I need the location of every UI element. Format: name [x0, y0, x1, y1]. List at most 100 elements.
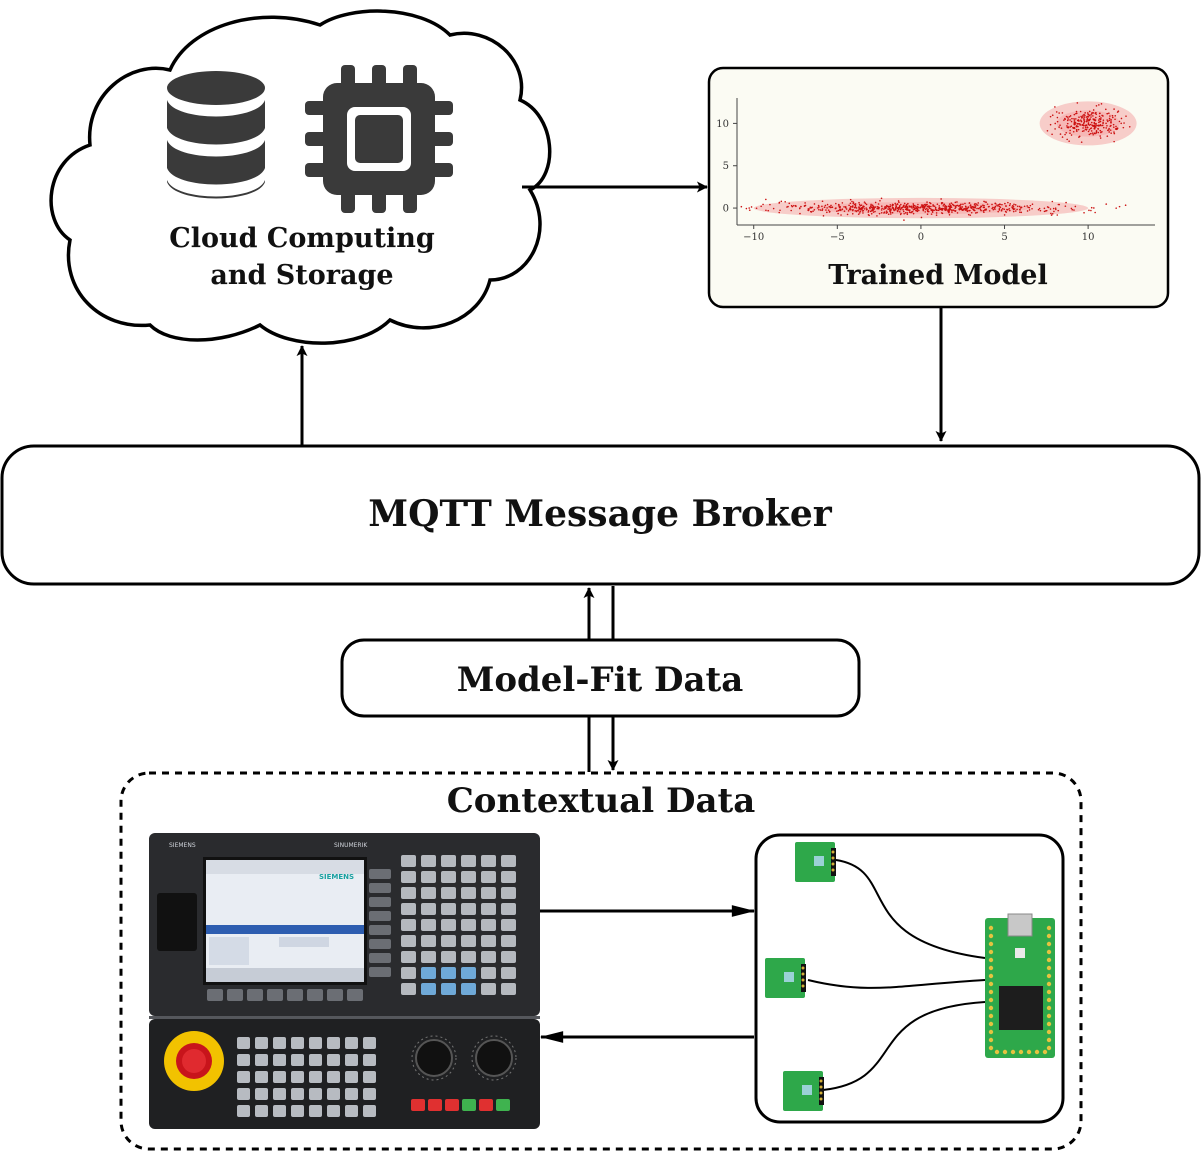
data-point [1114, 114, 1117, 117]
data-point [1112, 126, 1115, 128]
data-point [818, 208, 820, 211]
cnc-key [501, 983, 516, 995]
data-point [790, 209, 792, 212]
cnc-key [481, 935, 496, 947]
cnc-lower-key [309, 1088, 322, 1100]
data-point [930, 209, 933, 211]
mcu-pin [1034, 1049, 1040, 1055]
data-point [1057, 209, 1060, 212]
data-point [969, 205, 972, 207]
data-point [982, 206, 985, 209]
data-point [956, 204, 959, 207]
cnc-key [421, 967, 436, 979]
data-point [906, 211, 909, 214]
data-point [1049, 115, 1052, 118]
cnc-key [501, 919, 516, 931]
mcu-pin [988, 989, 994, 995]
contextual-data-frame [119, 771, 1083, 1151]
data-point [827, 209, 830, 211]
data-point [880, 205, 883, 207]
data-point [997, 205, 999, 207]
data-point [870, 206, 873, 209]
data-point [1095, 124, 1098, 126]
data-point [898, 201, 900, 204]
data-point [979, 206, 982, 209]
data-point [1067, 126, 1070, 129]
data-point [1013, 208, 1016, 210]
cnc-lower-key [255, 1088, 268, 1100]
mcu-pin [988, 933, 994, 939]
cnc-lower-key [291, 1037, 304, 1049]
cnc-lower-key [345, 1105, 358, 1117]
cnc-lower-key [345, 1088, 358, 1100]
data-point [1028, 209, 1031, 211]
sensor-module-1 [795, 842, 836, 882]
data-point [951, 211, 953, 213]
data-point [1111, 114, 1114, 117]
data-point [861, 210, 864, 212]
data-point [854, 210, 857, 212]
data-point [948, 213, 951, 216]
data-point [1109, 115, 1111, 117]
data-point [799, 212, 801, 215]
data-point [933, 205, 936, 207]
data-point [1031, 207, 1033, 210]
data-point [908, 211, 911, 213]
data-point [1088, 110, 1091, 113]
mqtt-broker-node: MQTT Message Broker [0, 444, 1201, 586]
data-point [974, 205, 977, 207]
data-point [855, 210, 858, 213]
data-point [1086, 126, 1089, 128]
data-point [1087, 130, 1090, 133]
data-point [1031, 203, 1034, 206]
data-point [1083, 116, 1086, 118]
data-point [1007, 201, 1009, 204]
data-point [862, 212, 864, 214]
mcu-pin [1046, 957, 1052, 963]
data-point [920, 216, 923, 219]
data-point [1087, 122, 1090, 124]
mcu-pin [1046, 925, 1052, 931]
data-point [1004, 202, 1006, 205]
data-point [912, 203, 915, 205]
cnc-lower-key [273, 1054, 286, 1066]
data-point [870, 203, 872, 206]
data-point [784, 200, 786, 203]
data-point [1009, 209, 1011, 212]
data-point [1070, 207, 1073, 210]
data-point [808, 208, 810, 210]
data-point [948, 208, 951, 210]
data-point [1016, 208, 1018, 211]
cnc-key [481, 919, 496, 931]
data-point [1095, 105, 1098, 107]
data-point [1113, 140, 1115, 143]
data-point [1102, 122, 1104, 125]
data-point [1073, 121, 1076, 123]
data-point [922, 209, 925, 211]
data-point [811, 206, 813, 209]
mcu-pin [1018, 1049, 1024, 1055]
data-point [994, 202, 996, 205]
data-point [1073, 118, 1075, 120]
data-point [849, 202, 852, 205]
mcu-pin [1026, 1049, 1032, 1055]
cnc-key [421, 855, 436, 867]
data-point [1090, 206, 1093, 209]
data-point [872, 206, 874, 209]
data-point [852, 201, 855, 203]
data-point [1106, 119, 1108, 121]
cnc-key [501, 855, 516, 867]
data-point [956, 212, 959, 214]
cnc-lower-key [309, 1054, 322, 1066]
data-point [857, 209, 860, 212]
data-point [879, 200, 881, 202]
data-point [1088, 119, 1091, 122]
data-point [983, 211, 985, 214]
data-point [1116, 127, 1119, 130]
data-point [958, 208, 961, 211]
data-point [1084, 124, 1087, 127]
data-point [903, 202, 906, 205]
data-point [810, 210, 812, 213]
data-point [1008, 204, 1011, 207]
data-point [1105, 122, 1107, 125]
